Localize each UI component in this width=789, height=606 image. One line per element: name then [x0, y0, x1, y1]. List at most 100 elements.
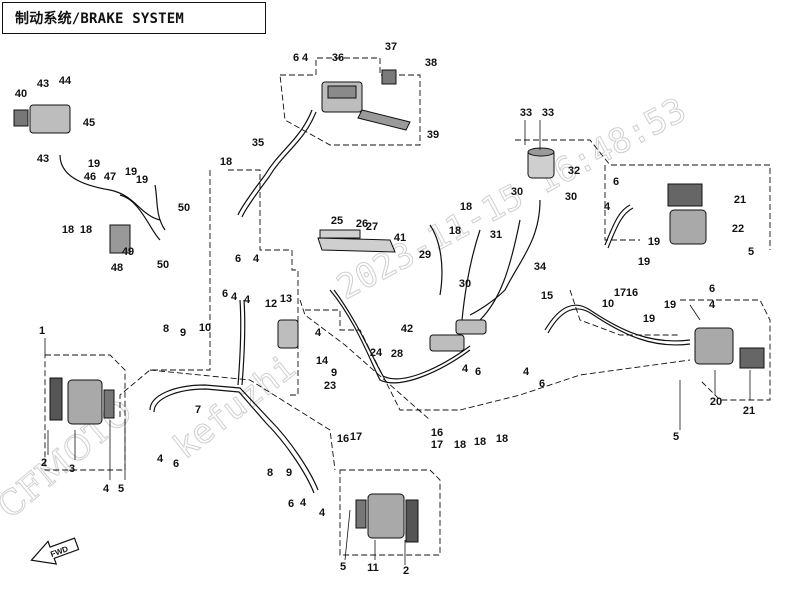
- callout-19: 19: [125, 166, 137, 178]
- callout-9: 9: [331, 367, 337, 379]
- rear-caliper-upper: [667, 183, 707, 245]
- bracket-plate: [317, 229, 396, 253]
- callout-30: 30: [459, 278, 471, 290]
- callout-19: 19: [643, 313, 655, 325]
- rear-master-cylinder-reservoir: [527, 147, 555, 179]
- diag-frame-c: [604, 165, 640, 241]
- front-left-caliper: [49, 377, 115, 425]
- callout-44: 44: [59, 75, 72, 87]
- callout-39: 39: [427, 129, 439, 141]
- diag-frame-d: [149, 369, 336, 471]
- master-cylinder-frame: [279, 57, 421, 146]
- rear-caliper-frame: [680, 299, 771, 401]
- callout-17: 17: [350, 431, 362, 443]
- callout-21: 21: [743, 405, 755, 417]
- callout-29: 29: [419, 249, 431, 261]
- callout-26: 26: [356, 218, 368, 230]
- callout-4: 4: [523, 366, 530, 378]
- callout-18: 18: [496, 433, 508, 445]
- callout-6: 6: [222, 288, 228, 300]
- callout-10: 10: [199, 322, 211, 334]
- callout-27: 27: [366, 221, 378, 233]
- callout-50: 50: [178, 202, 190, 214]
- callout-34: 34: [534, 261, 547, 273]
- callout-4: 4: [103, 483, 110, 495]
- callout-1: 1: [39, 325, 45, 337]
- callout-19: 19: [88, 158, 100, 170]
- callout-6: 6: [173, 458, 179, 470]
- callout-45: 45: [83, 117, 95, 129]
- callout-4: 4: [319, 507, 326, 519]
- callout-20: 20: [710, 396, 722, 408]
- callout-33: 33: [520, 107, 532, 119]
- callout-10: 10: [602, 298, 614, 310]
- callout-35: 35: [252, 137, 264, 149]
- callout-18: 18: [454, 439, 466, 451]
- callout-4: 4: [462, 363, 469, 375]
- callout-17: 17: [614, 287, 626, 299]
- callout-47: 47: [104, 171, 116, 183]
- callout-30: 30: [511, 186, 523, 198]
- callout-48: 48: [111, 262, 123, 274]
- callout-24: 24: [370, 347, 383, 359]
- callout-36: 36: [332, 52, 344, 64]
- callout-18: 18: [80, 224, 92, 236]
- callout-16: 16: [337, 433, 349, 445]
- callout-25: 25: [331, 215, 343, 227]
- callout-6: 6: [539, 378, 545, 390]
- center-hose-frame: [228, 169, 299, 396]
- callout-19: 19: [638, 256, 650, 268]
- callout-16: 16: [431, 427, 443, 439]
- callout-38: 38: [425, 57, 437, 69]
- callout-12: 12: [265, 298, 277, 310]
- rear-line-frame: [305, 309, 460, 411]
- callout-31: 31: [490, 229, 502, 241]
- distribution-valve: [277, 319, 299, 349]
- callout-19: 19: [664, 299, 676, 311]
- callout-6: 6: [709, 283, 715, 295]
- diag-frame-b: [569, 289, 680, 336]
- callout-43: 43: [37, 78, 49, 90]
- front-right-caliper: [355, 493, 419, 543]
- callout-23: 23: [324, 380, 336, 392]
- callout-2: 2: [41, 457, 47, 469]
- callout-22: 22: [732, 223, 744, 235]
- callout-46: 46: [84, 171, 96, 183]
- callout-6: 6: [475, 366, 481, 378]
- rear-caliper-lower: [694, 327, 765, 369]
- left-frame: [119, 170, 211, 420]
- callout-21: 21: [734, 194, 746, 206]
- callout-4: 4: [709, 299, 716, 311]
- callout-32: 32: [568, 165, 580, 177]
- leader-lines: [44, 120, 751, 565]
- callout-15: 15: [541, 290, 553, 302]
- callout-28: 28: [391, 348, 403, 360]
- callout-42: 42: [401, 323, 413, 335]
- reservoir-frame: [515, 139, 771, 250]
- callout-40: 40: [15, 88, 27, 100]
- callout-4: 4: [253, 253, 260, 265]
- callout-18: 18: [220, 156, 232, 168]
- callout-18: 18: [460, 201, 472, 213]
- callout-16: 16: [626, 287, 638, 299]
- callout-4: 4: [604, 201, 611, 213]
- callout-2: 2: [403, 565, 409, 577]
- forward-direction-arrow: FWD: [30, 537, 80, 565]
- callout-11: 11: [367, 562, 379, 574]
- callout-4: 4: [300, 497, 307, 509]
- callout-18: 18: [62, 224, 74, 236]
- callout-33: 33: [542, 107, 554, 119]
- callout-18: 18: [474, 436, 486, 448]
- callout-4: 4: [302, 52, 309, 64]
- watermark-user: kefuzhi: [166, 347, 304, 467]
- callout-30: 30: [565, 191, 577, 203]
- callout-50: 50: [157, 259, 169, 271]
- front-right-caliper-frame: [339, 469, 441, 556]
- callout-17: 17: [431, 439, 443, 451]
- callout-5: 5: [118, 483, 124, 495]
- callout-3: 3: [69, 463, 75, 475]
- callout-49: 49: [122, 246, 134, 258]
- callout-19: 19: [136, 174, 148, 186]
